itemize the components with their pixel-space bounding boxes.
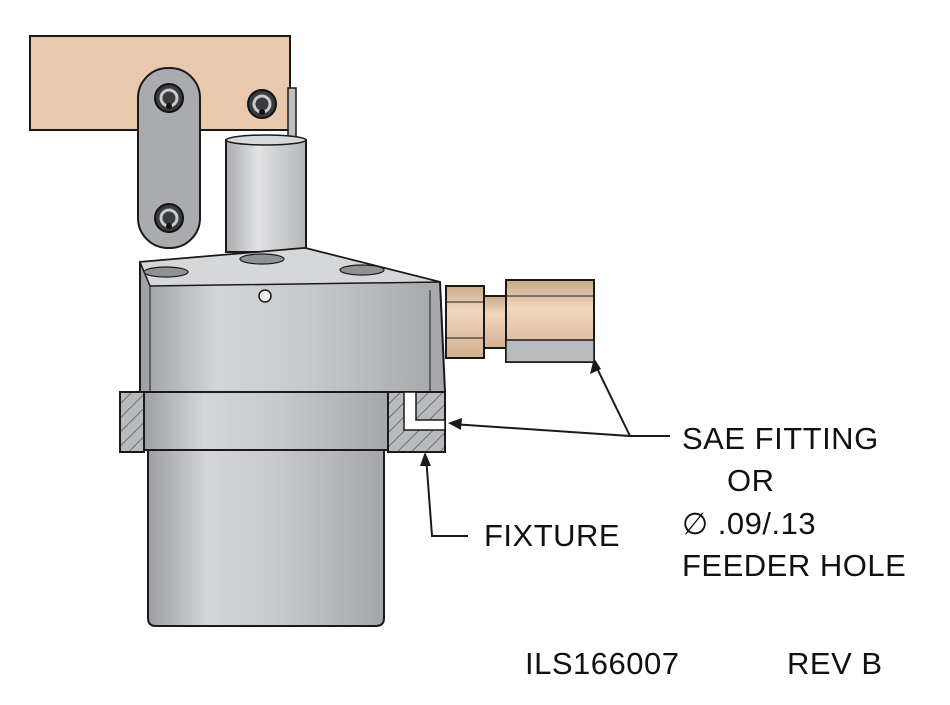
plunger-rod <box>225 139 307 253</box>
sae-fitting <box>445 279 595 363</box>
callout-or: OR <box>727 463 775 498</box>
pin-top <box>154 83 184 113</box>
revision-label: REV B <box>787 646 883 681</box>
callout-diameter: ∅ .09/.13 <box>682 508 816 540</box>
pin-right <box>247 89 277 119</box>
arrowhead-fixture <box>420 452 431 466</box>
link-arm <box>137 67 201 249</box>
callout-feeder-hole: FEEDER HOLE <box>682 548 907 583</box>
fixture-section-left <box>119 391 145 453</box>
mount-hole-3 <box>339 264 385 276</box>
leader-sae-fitting <box>593 361 670 437</box>
mount-hole-1 <box>143 266 189 278</box>
part-number: ILS166007 <box>525 646 680 681</box>
diameter-symbol: ∅ <box>682 507 709 542</box>
arrowhead-fitting <box>590 358 601 374</box>
callout-sae-fitting: SAE FITTING <box>682 421 879 456</box>
clevis-plate <box>287 87 297 139</box>
callout-fixture: FIXTURE <box>484 518 621 553</box>
feeder-hole-passage <box>403 391 446 431</box>
arrowhead-feeder <box>448 418 462 430</box>
diameter-value: .09/.13 <box>717 506 817 541</box>
pin-bottom <box>154 203 184 233</box>
leader-feeder-hole <box>451 423 631 437</box>
mount-hole-2 <box>239 253 285 265</box>
clamp-cylinder <box>147 449 385 627</box>
body-top-face <box>138 247 441 287</box>
cylinder-collar <box>141 391 391 451</box>
body-vent-hole <box>258 289 272 303</box>
leader-fixture <box>425 455 468 537</box>
